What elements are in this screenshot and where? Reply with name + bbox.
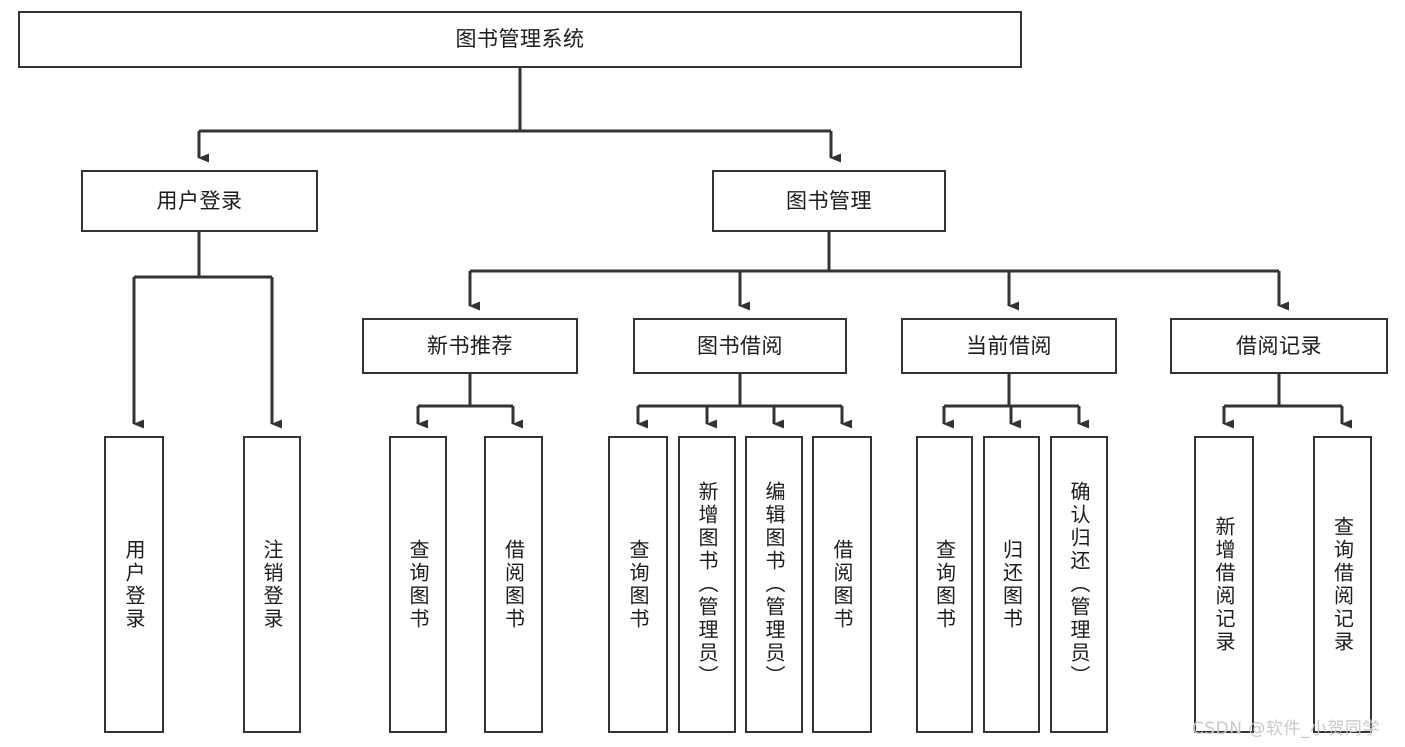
node-level2-current-borrow-label: 当前借阅 <box>966 333 1052 358</box>
node-leaf-user-login-label: 用户登录 <box>122 538 146 631</box>
node-leaf-edit-book-admin[interactable]: 编辑图书（管理员） <box>745 436 803 733</box>
node-root[interactable]: 图书管理系统 <box>18 11 1022 68</box>
node-leaf-query-book-borrow-label: 查询图书 <box>626 538 650 631</box>
node-leaf-return-book[interactable]: 归还图书 <box>983 436 1040 733</box>
node-leaf-query-borrow-record[interactable]: 查询借阅记录 <box>1313 436 1372 733</box>
node-level2-book-borrow[interactable]: 图书借阅 <box>633 318 847 374</box>
node-level2-borrow-record-label: 借阅记录 <box>1236 333 1322 358</box>
node-leaf-borrow-book-recommend[interactable]: 借阅图书 <box>484 436 543 733</box>
node-leaf-add-book-admin[interactable]: 新增图书（管理员） <box>678 436 736 733</box>
node-leaf-query-borrow-record-label: 查询借阅记录 <box>1330 515 1355 654</box>
node-leaf-confirm-return-admin[interactable]: 确认归还（管理员） <box>1050 436 1108 733</box>
node-leaf-edit-book-admin-label: 编辑图书（管理员） <box>762 481 786 688</box>
node-level2-new-book-recommend-label: 新书推荐 <box>427 333 513 358</box>
node-leaf-logout[interactable]: 注销登录 <box>243 436 301 733</box>
node-leaf-borrow-book-recommend-label: 借阅图书 <box>501 538 526 631</box>
node-level1-user-login-label: 用户登录 <box>156 188 243 213</box>
node-level1-book-management[interactable]: 图书管理 <box>712 170 946 232</box>
node-level2-book-borrow-label: 图书借阅 <box>697 333 783 358</box>
node-leaf-add-book-admin-label: 新增图书（管理员） <box>695 481 719 688</box>
node-level2-current-borrow[interactable]: 当前借阅 <box>901 318 1117 374</box>
node-leaf-query-book-current[interactable]: 查询图书 <box>916 436 973 733</box>
node-leaf-borrow-book[interactable]: 借阅图书 <box>812 436 872 733</box>
node-leaf-query-book-borrow[interactable]: 查询图书 <box>608 436 668 733</box>
node-leaf-borrow-book-label: 借阅图书 <box>830 538 854 631</box>
node-leaf-query-book-recommend[interactable]: 查询图书 <box>389 436 447 733</box>
node-root-label: 图书管理系统 <box>455 27 585 52</box>
node-leaf-query-book-current-label: 查询图书 <box>932 538 957 631</box>
node-leaf-add-borrow-record-label: 新增借阅记录 <box>1212 515 1236 654</box>
node-leaf-confirm-return-admin-label: 确认归还（管理员） <box>1067 481 1091 688</box>
node-level1-user-login[interactable]: 用户登录 <box>81 170 318 232</box>
node-level2-borrow-record[interactable]: 借阅记录 <box>1170 318 1388 374</box>
node-leaf-logout-label: 注销登录 <box>260 538 284 631</box>
node-leaf-add-borrow-record[interactable]: 新增借阅记录 <box>1194 436 1254 733</box>
node-leaf-return-book-label: 归还图书 <box>999 538 1024 631</box>
node-leaf-user-login[interactable]: 用户登录 <box>104 436 164 733</box>
node-level2-new-book-recommend[interactable]: 新书推荐 <box>362 318 578 374</box>
node-level1-book-management-label: 图书管理 <box>786 188 872 213</box>
node-leaf-query-book-recommend-label: 查询图书 <box>406 538 430 631</box>
